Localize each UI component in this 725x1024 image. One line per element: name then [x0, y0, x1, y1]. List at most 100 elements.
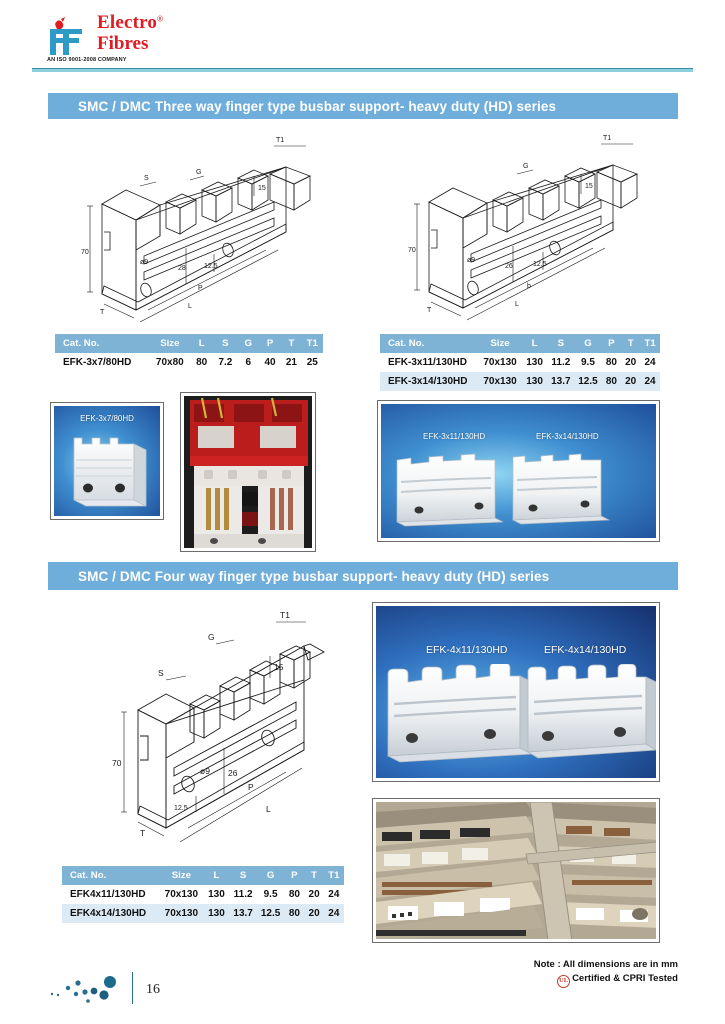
photo-background: EFK-3x7/80HD	[54, 406, 160, 516]
dim-g: G	[523, 163, 528, 170]
iso-tagline: AN ISO 9001-2008 COMPANY	[47, 57, 127, 63]
dim-125: 12.5	[174, 805, 188, 812]
cell-size: 70x130	[478, 372, 522, 391]
ul-certification-icon: UL	[557, 975, 571, 988]
col-t1: T1	[640, 334, 660, 353]
table-row: EFK4x11/130HD 70x130 130 11.2 9.5 80 20 …	[62, 885, 344, 904]
cell-s: 13.7	[547, 372, 575, 391]
dim-dia9: ø9	[140, 259, 148, 266]
cell-l: 80	[190, 353, 213, 372]
dim-70: 70	[408, 247, 416, 254]
col-g: G	[256, 866, 285, 885]
dim-t1: T1	[276, 137, 284, 144]
ef-monogram-icon	[45, 16, 93, 58]
col-l: L	[190, 334, 213, 353]
dim-l: L	[515, 301, 519, 308]
dim-28: 28	[178, 265, 186, 272]
product-photo-label-right: EFK-3x14/130HD	[536, 432, 599, 441]
col-p: P	[601, 334, 622, 353]
photo-background: EFK-4x11/130HD EFK-4x14/130HD	[376, 606, 656, 778]
cell-l: 130	[521, 372, 548, 391]
brand-wordmark: Electro® Fibres	[97, 12, 164, 53]
col-size: Size	[149, 334, 191, 353]
cell-g: 9.5	[574, 353, 602, 372]
cell-l: 130	[521, 353, 548, 372]
dim-125: 12.5	[204, 263, 218, 270]
col-s: S	[547, 334, 575, 353]
cell-cat-no: EFK-3x7/80HD	[55, 353, 150, 372]
header-divider	[32, 68, 693, 72]
cell-g: 12.5	[574, 372, 602, 391]
cell-t: 20	[621, 372, 641, 391]
product-photo-label-left: EFK-4x11/130HD	[426, 644, 508, 656]
dim-15: 15	[585, 183, 593, 190]
product-photo-label: EFK-3x7/80HD	[80, 414, 134, 423]
section-header-three-way: SMC / DMC Three way finger type busbar s…	[48, 93, 678, 119]
footer-divider	[132, 972, 133, 1004]
col-cat-no: Cat. No.	[380, 334, 479, 353]
dim-s: S	[158, 668, 164, 678]
col-size: Size	[478, 334, 522, 353]
dim-26: 26	[505, 263, 513, 270]
cell-size: 70x130	[159, 885, 204, 904]
spec-table-three-way-left: Cat. No. Size L S G P T T1 EFK-3x7/80HD …	[55, 334, 323, 372]
dim-p: P	[248, 782, 254, 792]
cell-p: 80	[601, 353, 622, 372]
cell-p: 80	[601, 372, 622, 391]
cell-l: 130	[203, 904, 230, 923]
dim-g: G	[208, 632, 215, 642]
col-s: S	[229, 866, 257, 885]
cell-size: 70x80	[149, 353, 191, 372]
page-header: Electro® Fibres AN ISO 9001-2008 COMPANY	[0, 0, 725, 72]
cell-p: 80	[284, 904, 305, 923]
col-t1: T1	[323, 866, 344, 885]
dim-15: 15	[258, 185, 266, 192]
decorative-dots-icon	[48, 972, 130, 1006]
table-header-row: Cat. No. Size L S G P T T1	[62, 866, 344, 885]
three-way-isometric-drawing: T1 G S 15 70 28 12.5 ø9 P L T	[78, 132, 328, 322]
brand-logo: Electro® Fibres AN ISO 9001-2008 COMPANY	[45, 12, 225, 64]
cell-s: 7.2	[212, 353, 238, 372]
cell-t: 20	[304, 904, 324, 923]
note-dimensions: Note : All dimensions are in mm	[533, 959, 678, 970]
col-cat-no: Cat. No.	[62, 866, 160, 885]
dim-l: L	[266, 804, 271, 814]
installation-photo-busbar-panel	[180, 392, 316, 552]
cell-p: 40	[258, 353, 282, 372]
cell-t1: 24	[640, 353, 660, 372]
cell-g: 12.5	[256, 904, 285, 923]
table-row: EFK4x14/130HD 70x130 130 13.7 12.5 80 20…	[62, 904, 344, 923]
registered-mark-icon: ®	[157, 14, 164, 24]
cell-t1: 24	[323, 885, 344, 904]
brand-name-line1: Electro	[97, 12, 158, 33]
cell-p: 80	[284, 885, 305, 904]
col-l: L	[203, 866, 230, 885]
col-s: S	[212, 334, 238, 353]
dim-125: 12.5	[533, 261, 547, 268]
cell-t1: 24	[640, 372, 660, 391]
dim-70: 70	[112, 758, 122, 768]
cell-size: 70x130	[159, 904, 204, 923]
product-photo-four-way-pair: EFK-4x11/130HD EFK-4x14/130HD	[372, 602, 660, 782]
col-size: Size	[159, 866, 204, 885]
dim-t1: T1	[603, 135, 611, 142]
cell-t: 20	[304, 885, 324, 904]
cell-t1: 25	[301, 353, 323, 372]
dim-p: P	[198, 285, 203, 292]
col-cat-no: Cat. No.	[55, 334, 150, 353]
section-title: SMC / DMC Four way finger type busbar su…	[78, 568, 550, 584]
dim-s: S	[144, 175, 149, 182]
dim-p: b	[527, 283, 531, 290]
cell-cat-no: EFK4x11/130HD	[62, 885, 160, 904]
dim-t: T	[140, 828, 145, 838]
dim-g: G	[196, 169, 201, 176]
col-t: T	[281, 334, 302, 353]
col-l: L	[521, 334, 548, 353]
table-header-row: Cat. No. Size L S G P T T1	[55, 334, 323, 353]
dim-15: 15	[274, 662, 284, 672]
spec-table-four-way: Cat. No. Size L S G P T T1 EFK4x11/130HD…	[62, 866, 344, 923]
product-photo-efk-3x7-80hd: EFK-3x7/80HD	[50, 402, 164, 520]
cell-l: 130	[203, 885, 230, 904]
col-t1: T1	[301, 334, 323, 353]
